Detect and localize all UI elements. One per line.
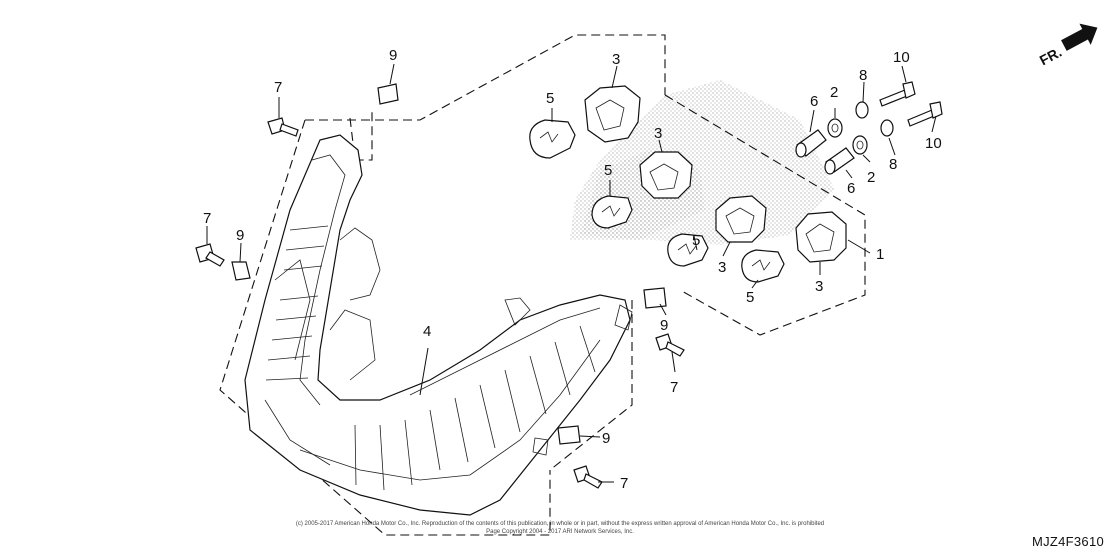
callout-8: 8 [859,67,867,84]
washer-8a [855,101,869,119]
callout-8: 8 [889,156,897,173]
assembly-dashed-lines [219,34,866,536]
washer-2a [827,118,843,138]
copyright-notice: (c) 2005-2017 American Honda Motor Co., … [0,520,1120,536]
clip-9b [231,261,251,281]
washer-8b [880,119,894,137]
front-direction-label: FR. [1037,44,1064,66]
callout-2: 2 [867,169,875,186]
callout-9: 9 [602,430,610,447]
callout-5: 5 [604,162,612,179]
copyright-line-1: (c) 2005-2017 American Honda Motor Co., … [295,521,825,527]
collar-6a [795,129,827,158]
bulb-5c [667,233,709,267]
callout-6: 6 [810,93,818,110]
copyright-line-2: Page Copyright 2004 - 2017 ARI Network S… [486,529,634,535]
callout-7: 7 [274,79,282,96]
callout-3: 3 [815,278,823,295]
bolt-7c [655,333,685,357]
tail-light-housing [244,134,633,516]
callout-7: 7 [620,475,628,492]
socket-3d [795,211,847,263]
bolt-7a [267,117,299,137]
callout-7: 7 [670,379,678,396]
callout-5: 5 [546,90,554,107]
callout-9: 9 [660,317,668,334]
clip-9c [643,287,667,309]
callout-3: 3 [654,125,662,142]
socket-3c [715,195,767,243]
bolt-7b [195,243,225,267]
callout-5: 5 [746,289,754,306]
callout-7: 7 [203,210,211,227]
callout-3: 3 [612,51,620,68]
clip-9d [557,425,581,445]
bolt-7d [573,465,603,489]
socket-3b [639,151,693,199]
screw-10b [907,101,943,127]
socket-3a [584,85,641,143]
callout-6: 6 [847,180,855,197]
callout-5: 5 [692,232,700,249]
callout-1: 1 [876,246,884,263]
screw-10a [879,81,916,107]
callout-10: 10 [925,135,942,152]
washer-2b [852,135,868,155]
callout-labels: 1 2 2 3 3 3 3 4 5 5 5 5 6 6 7 7 7 7 8 8 … [203,47,942,492]
lens-ribs [265,225,596,491]
callout-2: 2 [830,84,838,101]
diagram-code: MJZ4F3610 [1031,534,1104,549]
bulb-5a [529,119,576,159]
bulb-5d [741,249,785,283]
clip-9a [377,83,399,105]
callout-4: 4 [423,323,431,340]
collar-6b [824,147,855,175]
front-direction-arrow-icon: FR. [1037,23,1098,66]
callout-9: 9 [389,47,397,64]
callout-3: 3 [718,259,726,276]
bulb-5b [591,195,633,229]
callout-10: 10 [893,49,910,66]
leader-lines [206,63,937,483]
callout-9: 9 [236,227,244,244]
